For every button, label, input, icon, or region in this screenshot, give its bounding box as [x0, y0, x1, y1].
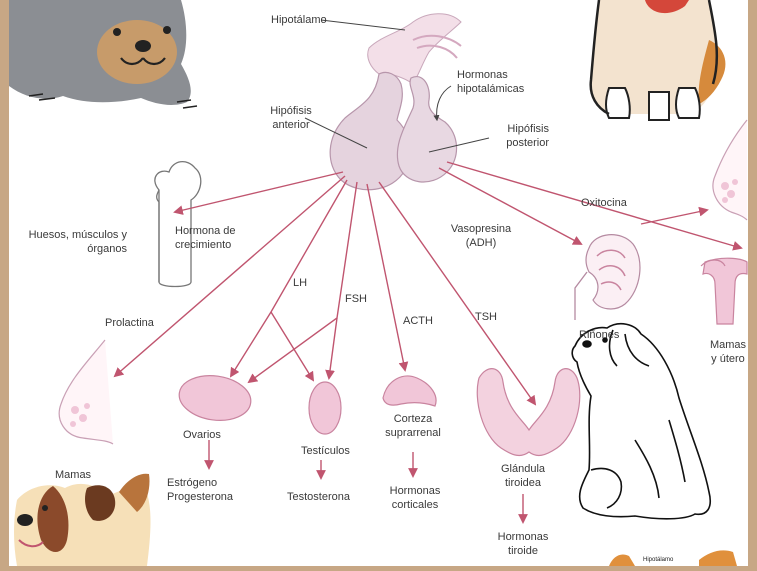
label-acth: ACTH — [403, 314, 433, 328]
label-hipofisis-anterior: Hipófisisanterior — [261, 104, 321, 132]
label-hipotalamo: Hipotálamo — [271, 13, 327, 27]
label-corteza-suprarrenal: Cortezasuprarrenal — [375, 412, 451, 440]
ovary-shape — [176, 371, 253, 425]
label-hipofisis-posterior: Hipófisisposterior — [487, 122, 549, 150]
beagle-sticker — [9, 467, 165, 566]
label-hipotalamo-small: Hipotálamo — [643, 556, 673, 564]
breast-top-icon — [713, 120, 747, 220]
uterus-shape — [701, 258, 747, 324]
adrenal-cortex-shape — [383, 376, 436, 406]
label-hormona-crecimiento: Hormona decrecimiento — [175, 224, 236, 252]
label-huesos: Huesos, músculos yórganos — [9, 228, 127, 256]
diagram-board: Hipotálamo Hormonashipotalámicas Hipófis… — [9, 0, 748, 566]
label-testosterona: Testosterona — [287, 490, 350, 504]
testicle-shape — [309, 382, 341, 434]
label-glandula-tiroidea: Glándulatiroidea — [493, 462, 553, 490]
label-ovarios: Ovarios — [183, 428, 221, 442]
shiba-dog-sticker — [565, 0, 735, 131]
label-oxitocina: Oxitocina — [581, 196, 627, 210]
thyroid-gland-shape — [477, 369, 580, 456]
label-lh: LH — [293, 276, 307, 290]
label-mamas-utero: Mamasy útero — [701, 338, 748, 366]
diagram-graphics — [9, 0, 748, 566]
label-rinones: Riñones — [579, 328, 619, 342]
breast-left-icon — [59, 340, 113, 444]
grey-puppy-sticker — [9, 0, 209, 116]
label-vasopresina: Vasopresina(ADH) — [439, 222, 523, 250]
label-hormonas-hipotalamicas: Hormonashipotalámicas — [457, 68, 524, 96]
label-fsh: FSH — [345, 292, 367, 306]
pituitary-gland-shape — [330, 72, 456, 189]
label-mamas: Mamas — [55, 468, 91, 482]
label-hormonas-corticales: Hormonascorticales — [377, 484, 453, 512]
kidney-shape — [575, 235, 640, 320]
label-estrogeno-progesterona: EstrógenoProgesterona — [167, 476, 233, 504]
label-tsh: TSH — [475, 310, 497, 324]
label-hormonas-tiroide: Hormonastiroide — [493, 530, 553, 558]
label-prolactina: Prolactina — [105, 316, 154, 330]
label-testiculos: Testículos — [301, 444, 350, 458]
sitting-dog-sketch — [572, 324, 710, 519]
